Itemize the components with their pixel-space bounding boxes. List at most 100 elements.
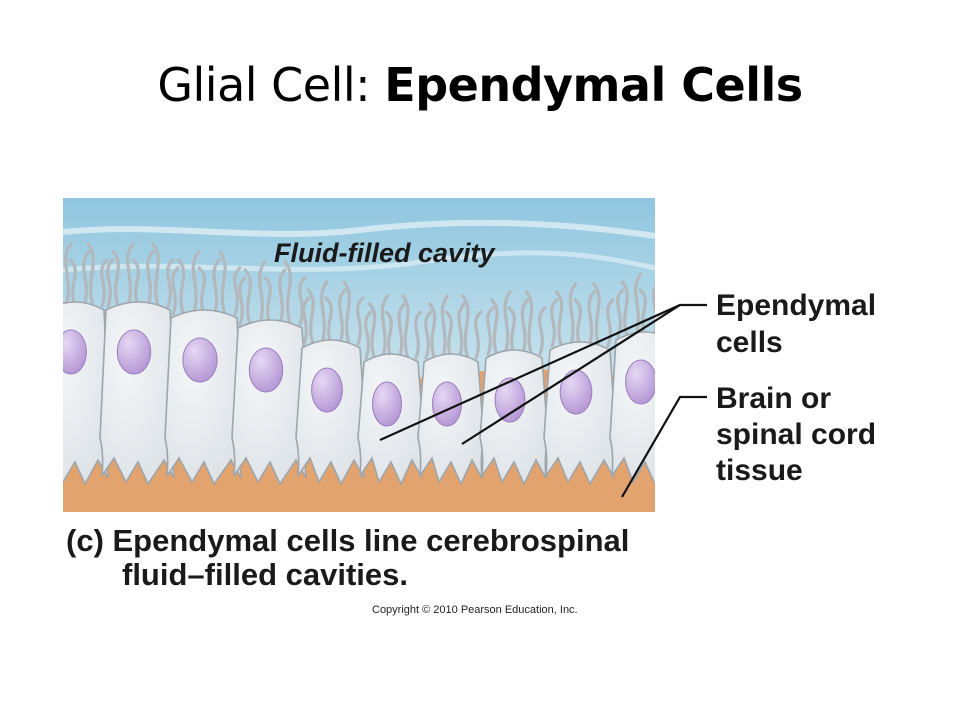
label-ependymal-line1: Ependymal bbox=[716, 289, 876, 322]
title-prefix: Glial Cell: bbox=[157, 58, 385, 112]
cilium bbox=[52, 252, 57, 306]
cilium bbox=[86, 242, 95, 308]
cell-nucleus bbox=[311, 367, 343, 413]
cell-nucleus bbox=[494, 377, 526, 423]
cilium bbox=[166, 258, 175, 308]
cilium bbox=[397, 302, 406, 360]
cilium bbox=[324, 296, 333, 346]
cilium bbox=[320, 280, 329, 346]
cilium bbox=[461, 294, 470, 360]
cilium bbox=[263, 276, 272, 326]
cilium bbox=[151, 242, 160, 308]
ependymal-cell bbox=[99, 242, 177, 486]
cilium bbox=[126, 242, 135, 308]
cilium bbox=[298, 276, 307, 326]
cilium bbox=[364, 310, 373, 360]
cilium bbox=[243, 268, 252, 326]
cilium bbox=[48, 260, 53, 306]
cell-nucleus bbox=[182, 337, 218, 383]
cilium bbox=[338, 288, 347, 346]
cilium bbox=[82, 250, 91, 308]
ependymal-cell bbox=[48, 242, 111, 486]
cilium bbox=[658, 274, 663, 336]
ependymal-cell bbox=[164, 250, 244, 486]
cilium bbox=[380, 294, 390, 360]
leader-line-ependymal-2 bbox=[461, 304, 681, 445]
cell-nucleus bbox=[371, 381, 403, 427]
cilium bbox=[68, 258, 77, 308]
cilium bbox=[424, 310, 433, 360]
cell-body bbox=[295, 339, 367, 486]
ependymal-cell bbox=[609, 272, 677, 486]
leader-lines bbox=[379, 303, 707, 498]
cilium bbox=[100, 258, 109, 308]
cilium bbox=[568, 282, 578, 348]
cilium bbox=[503, 290, 512, 356]
cilium bbox=[440, 294, 450, 360]
caption-line1: (c) Ependymal cells line cerebrospinal bbox=[66, 523, 630, 558]
ependymal-cell-layer bbox=[48, 242, 677, 486]
slide-title: Glial Cell: Ependymal Cells bbox=[0, 58, 960, 112]
cilium bbox=[652, 284, 655, 338]
cilium bbox=[606, 298, 615, 348]
cilium bbox=[131, 258, 140, 308]
cell-nucleus bbox=[63, 329, 87, 375]
label-tissue-line1: Brain or bbox=[716, 382, 831, 415]
cilium bbox=[384, 310, 393, 360]
cavity-label: Fluid-filled cavity bbox=[274, 238, 497, 268]
cilium bbox=[457, 302, 466, 360]
cilium bbox=[278, 268, 287, 326]
cilium bbox=[401, 294, 410, 360]
cell-nucleus bbox=[559, 369, 593, 415]
cilium bbox=[520, 298, 530, 356]
cell-nucleus bbox=[116, 329, 152, 375]
title-emphasis: Ependymal Cells bbox=[384, 58, 803, 112]
cilium bbox=[486, 306, 495, 356]
cilium bbox=[474, 310, 483, 360]
cilium bbox=[672, 290, 677, 336]
caption-line2: fluid–filled cavities. bbox=[122, 557, 408, 592]
cell-nucleus bbox=[625, 359, 655, 405]
cilium bbox=[592, 282, 601, 348]
cilium bbox=[538, 306, 547, 356]
figure-caption: (c) Ependymal cells line cerebrospinal f… bbox=[66, 524, 629, 592]
cilium bbox=[176, 258, 186, 316]
cilium bbox=[191, 250, 201, 316]
cilium bbox=[306, 288, 315, 346]
cell-nucleus bbox=[431, 381, 463, 427]
cilium bbox=[587, 290, 596, 348]
copyright-notice: Copyright © 2010 Pearson Education, Inc. bbox=[372, 604, 578, 616]
cilium bbox=[111, 250, 120, 308]
ependymal-cell bbox=[357, 294, 425, 486]
cilium bbox=[106, 258, 115, 308]
cilium bbox=[444, 310, 453, 360]
cilium bbox=[197, 266, 206, 316]
label-ependymal-cells: Ependymal cells bbox=[716, 289, 884, 359]
cell-body bbox=[63, 301, 111, 486]
cell-nucleus bbox=[248, 347, 284, 393]
cilium bbox=[490, 298, 499, 356]
cilium bbox=[634, 272, 643, 338]
label-tissue-line3: tissue bbox=[716, 454, 803, 487]
cilium bbox=[616, 288, 625, 338]
cilium bbox=[524, 290, 534, 356]
ependymal-cell bbox=[417, 294, 485, 486]
cilium bbox=[414, 310, 423, 360]
ependymal-cell bbox=[231, 260, 309, 486]
cilium bbox=[507, 306, 516, 356]
cilium bbox=[638, 288, 647, 338]
cilium bbox=[302, 296, 311, 346]
cilium bbox=[212, 258, 221, 316]
cilium bbox=[233, 266, 242, 316]
cilium bbox=[367, 302, 377, 360]
cilium bbox=[427, 302, 437, 360]
ependymal-cell bbox=[295, 280, 367, 486]
leader-line-tissue bbox=[621, 395, 707, 498]
label-brain-tissue: Brain or spinal cord tissue bbox=[716, 382, 884, 487]
cilium bbox=[258, 260, 267, 326]
cilium bbox=[238, 276, 247, 326]
cilium bbox=[356, 296, 365, 346]
cilium bbox=[573, 298, 582, 348]
cilium bbox=[64, 242, 73, 308]
